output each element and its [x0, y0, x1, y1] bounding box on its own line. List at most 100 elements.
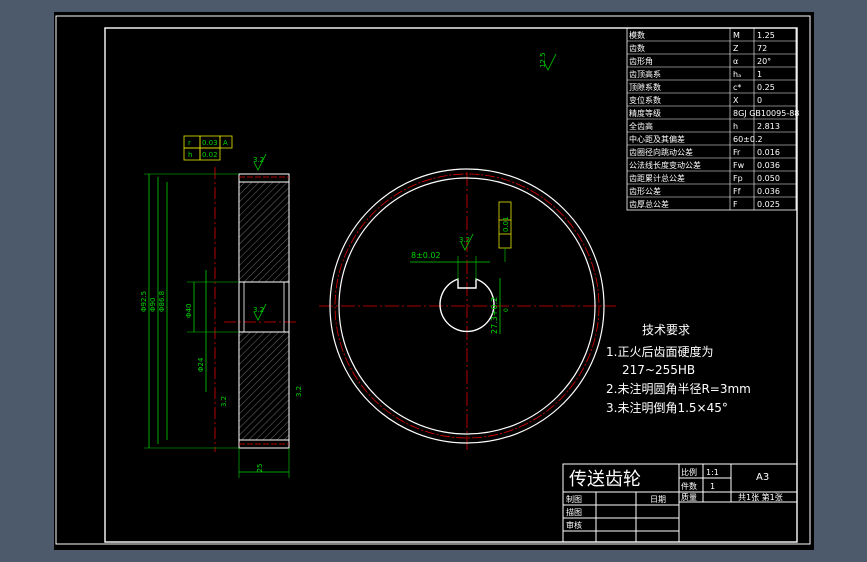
roughness-symbol-top: [253, 153, 267, 171]
param-name: 齿顶高系: [629, 69, 661, 79]
qty-label: 件数: [681, 481, 697, 491]
qty-value: 1: [710, 482, 715, 491]
param-name: 齿形角: [629, 56, 653, 66]
param-value: 1: [757, 70, 762, 79]
dim-hub-text: Φ24: [197, 357, 205, 372]
dim-web-text: Φ40: [185, 304, 193, 318]
sheet-size: A3: [756, 472, 769, 483]
outer-sheet-border: [55, 15, 811, 545]
drawn-label: 制图: [566, 494, 582, 504]
traced-label: 描图: [566, 507, 582, 517]
part-name: 传送齿轮: [569, 469, 641, 490]
roughness-right-text: 3.2: [295, 386, 303, 397]
param-value: 8GJ GB10095-88: [733, 109, 799, 118]
material-label: 质量: [681, 492, 697, 502]
roughness-left-text: 3.2: [220, 396, 228, 407]
param-name: 精度等级: [629, 108, 661, 118]
date-label: 日期: [650, 495, 666, 504]
param-name: 齿厚总公差: [629, 199, 669, 209]
lower-hatch-section: [238, 331, 290, 441]
param-value: 0.036: [757, 161, 780, 170]
pitch-circle: [334, 173, 600, 439]
param-symbol: Fr: [733, 148, 741, 157]
param-name: 公法线长度变动公差: [629, 160, 701, 170]
param-value: 0.016: [757, 148, 780, 157]
section-view: Φ92.5 Φ90 Φ86.8 Φ40 Φ24 25 3.2 3.2 3.2 3…: [140, 135, 303, 478]
gear-drawing: Φ92.5 Φ90 Φ86.8 Φ40 Φ24 25 3.2 3.2 3.2 3…: [54, 12, 814, 550]
param-value: 0.036: [757, 187, 780, 196]
param-name: 齿形公差: [629, 186, 661, 196]
param-value: 2.813: [757, 122, 780, 131]
tech-req-heading: 技术要求: [642, 323, 690, 337]
param-symbol: Fw: [733, 161, 745, 170]
dim-width-text: 25: [256, 464, 264, 473]
param-symbol: α: [733, 57, 738, 66]
tooth-rim-top: [238, 173, 290, 183]
param-symbol: X: [733, 96, 739, 105]
param-value: 0.050: [757, 174, 780, 183]
keyway-depth-text: 27.3+0.2: [490, 297, 499, 334]
tech-req-item-1b: 217~255HB: [622, 363, 695, 377]
cad-viewport[interactable]: Φ92.5 Φ90 Φ86.8 Φ40 Φ24 25 3.2 3.2 3.2 3…: [54, 12, 814, 550]
param-name: 模数: [629, 30, 645, 40]
drawing-background: [54, 12, 814, 550]
param-value: 1.25: [757, 31, 775, 40]
param-symbol: Ff: [733, 187, 741, 196]
roughness-bore-text: 3.2: [253, 306, 264, 314]
title-block: [562, 463, 798, 543]
roughness-symbol-keyway: [460, 233, 474, 251]
tol-h-value: 0.02: [202, 151, 218, 159]
param-symbol: F: [733, 200, 738, 209]
keyway-width-text: 8±0.02: [411, 251, 441, 260]
tolerance-frame-symmetry: 0.01: [498, 201, 512, 262]
param-name: 齿圈径向跳动公差: [629, 147, 693, 157]
param-symbol: c*: [733, 83, 741, 92]
param-symbol: h: [733, 122, 738, 131]
front-view: 8±0.02 3.2 27.3+0.2 0 0.01 12.5: [319, 52, 616, 452]
param-symbol: M: [733, 31, 740, 40]
tech-requirements: 技术要求 1.正火后齿面硬度为 217~255HB 2.未注明圆角半径R=3mm…: [606, 323, 751, 415]
param-symbol: Fp: [733, 174, 743, 183]
tol-sym-value: 0.01: [502, 216, 510, 232]
param-value: 20°: [757, 57, 771, 66]
tech-req-item-2: 2.未注明圆角半径R=3mm: [606, 381, 751, 396]
svg-text:h: h: [188, 151, 192, 159]
tol-r-datum: A: [223, 139, 228, 147]
scale-value: 1:1: [706, 468, 719, 477]
param-name: 齿距累计总公差: [629, 173, 685, 183]
tech-req-item-1: 1.正火后齿面硬度为: [606, 344, 713, 359]
tol-r-value: 0.03: [202, 139, 218, 147]
param-value: 72: [757, 44, 767, 53]
param-name: 中心距及其偏差: [629, 134, 685, 144]
roughness-symbol-bore: [253, 303, 267, 321]
svg-text:r: r: [188, 139, 191, 147]
param-value: 0.25: [757, 83, 775, 92]
param-symbol: Z: [733, 44, 739, 53]
tolerance-frame-runout: r 0.03 A h 0.02: [183, 135, 233, 161]
roughness-symbol-general: [543, 53, 557, 71]
dim-root-text: Φ86.8: [158, 291, 166, 312]
checked-label: 审核: [566, 520, 582, 530]
roughness-top-text: 3.2: [253, 156, 264, 164]
param-name: 齿数: [629, 43, 645, 53]
tech-req-item-3: 3.未注明倒角1.5×45°: [606, 400, 728, 415]
param-value: 0.025: [757, 200, 780, 209]
param-value: 60±0.2: [733, 135, 763, 144]
param-name: 变位系数: [629, 95, 661, 105]
sheet-info: 共1张 第1张: [738, 492, 783, 502]
roughness-keyway-text: 3.2: [459, 236, 470, 244]
dim-outer-text: Φ92.5: [140, 291, 148, 312]
upper-hatch-section: [238, 181, 290, 283]
root-circle: [338, 177, 596, 435]
param-value: 0: [757, 96, 762, 105]
param-name: 全齿高: [629, 121, 653, 131]
dim-pitch-text: Φ90: [149, 298, 157, 312]
bore-section: [238, 281, 290, 333]
inner-frame-border: [104, 27, 798, 543]
roughness-general-text: 12.5: [539, 52, 547, 68]
outer-diameter-circle: [329, 168, 605, 444]
keyway-depth-tol-text: 0: [503, 308, 510, 312]
param-symbol: hₐ: [733, 70, 741, 79]
scale-label: 比例: [681, 467, 697, 477]
